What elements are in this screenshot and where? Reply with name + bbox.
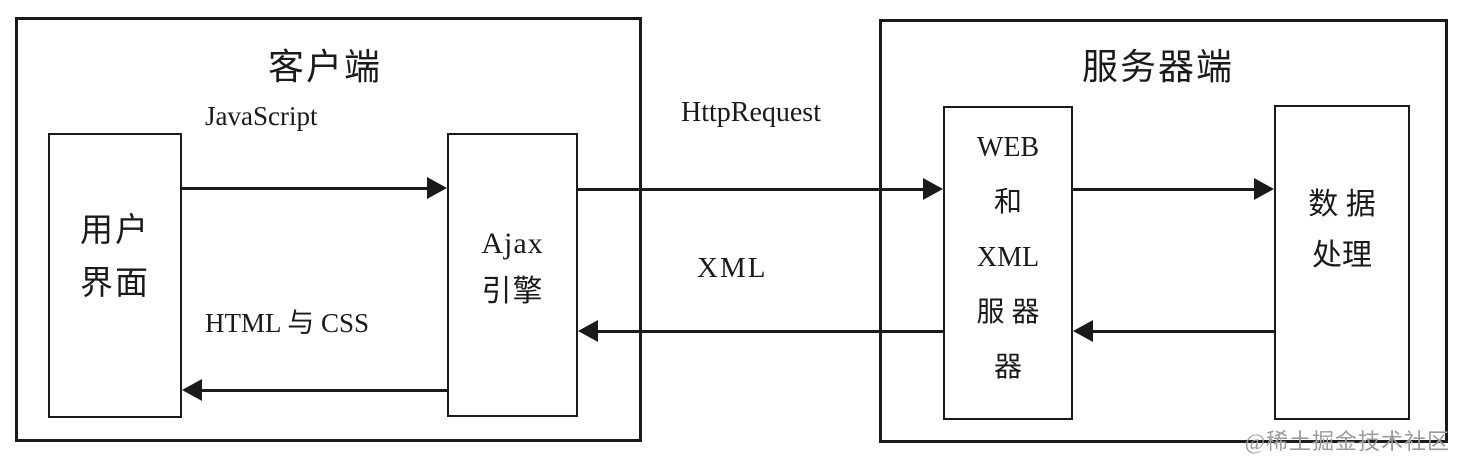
user-interface-box: 用户界面	[48, 133, 182, 418]
server-container-box	[879, 19, 1448, 443]
data-processing-box: 数 据处理	[1274, 105, 1410, 420]
web-xml-line4: 服 器	[976, 297, 1040, 328]
user-interface-label: 用户界面	[50, 205, 180, 311]
arrow-data-to-web-line	[1091, 330, 1274, 333]
ajax-engine-line1: Ajax	[481, 227, 544, 260]
ajax-engine-box: Ajax 引擎	[447, 133, 578, 417]
web-xml-line1: WEB	[976, 132, 1040, 163]
data-processing-label: 数 据处理	[1276, 179, 1408, 281]
server-title: 服务器端	[1082, 47, 1235, 87]
ajax-engine-line2: 引擎	[481, 275, 544, 308]
client-container-box	[15, 17, 642, 442]
arrow-ui-to-ajax-line	[182, 187, 429, 190]
web-xml-line2: 和	[993, 187, 1022, 218]
arrowhead-ui-to-ajax-icon	[427, 177, 447, 199]
watermark: @稀土掘金技术社区	[1244, 429, 1450, 454]
ajax-engine-label: Ajax 引擎	[449, 220, 576, 316]
arrowhead-web-to-data-icon	[1254, 178, 1274, 200]
web-xml-line5: 器	[993, 352, 1022, 383]
data-processing-line1: 数 据	[1308, 188, 1376, 221]
arrowhead-web-to-ajax-icon	[578, 320, 598, 342]
user-interface-line2: 界面	[80, 266, 150, 302]
javascript-label: JavaScript	[205, 101, 318, 131]
xml-label: XML	[697, 252, 768, 284]
arrowhead-ajax-to-ui-icon	[182, 379, 202, 401]
web-xml-server-box: WEB 和 XML 服 器器	[943, 106, 1073, 420]
web-xml-line3: XML	[976, 242, 1040, 273]
arrowhead-data-to-web-icon	[1073, 320, 1093, 342]
user-interface-line1: 用户	[80, 213, 150, 249]
arrow-web-to-ajax-line	[596, 330, 943, 333]
data-processing-line2: 处理	[1312, 239, 1372, 272]
html-css-label: HTML 与 CSS	[205, 308, 370, 338]
arrow-ajax-to-ui-line	[200, 389, 447, 392]
httprequest-label: HttpRequest	[681, 97, 821, 128]
arrow-web-to-data-line	[1073, 188, 1256, 191]
client-title: 客户端	[268, 47, 383, 87]
web-xml-server-label: WEB 和 XML 服 器器	[945, 120, 1071, 395]
arrowhead-ajax-to-web-icon	[923, 178, 943, 200]
arrow-ajax-to-web-line	[578, 188, 925, 191]
